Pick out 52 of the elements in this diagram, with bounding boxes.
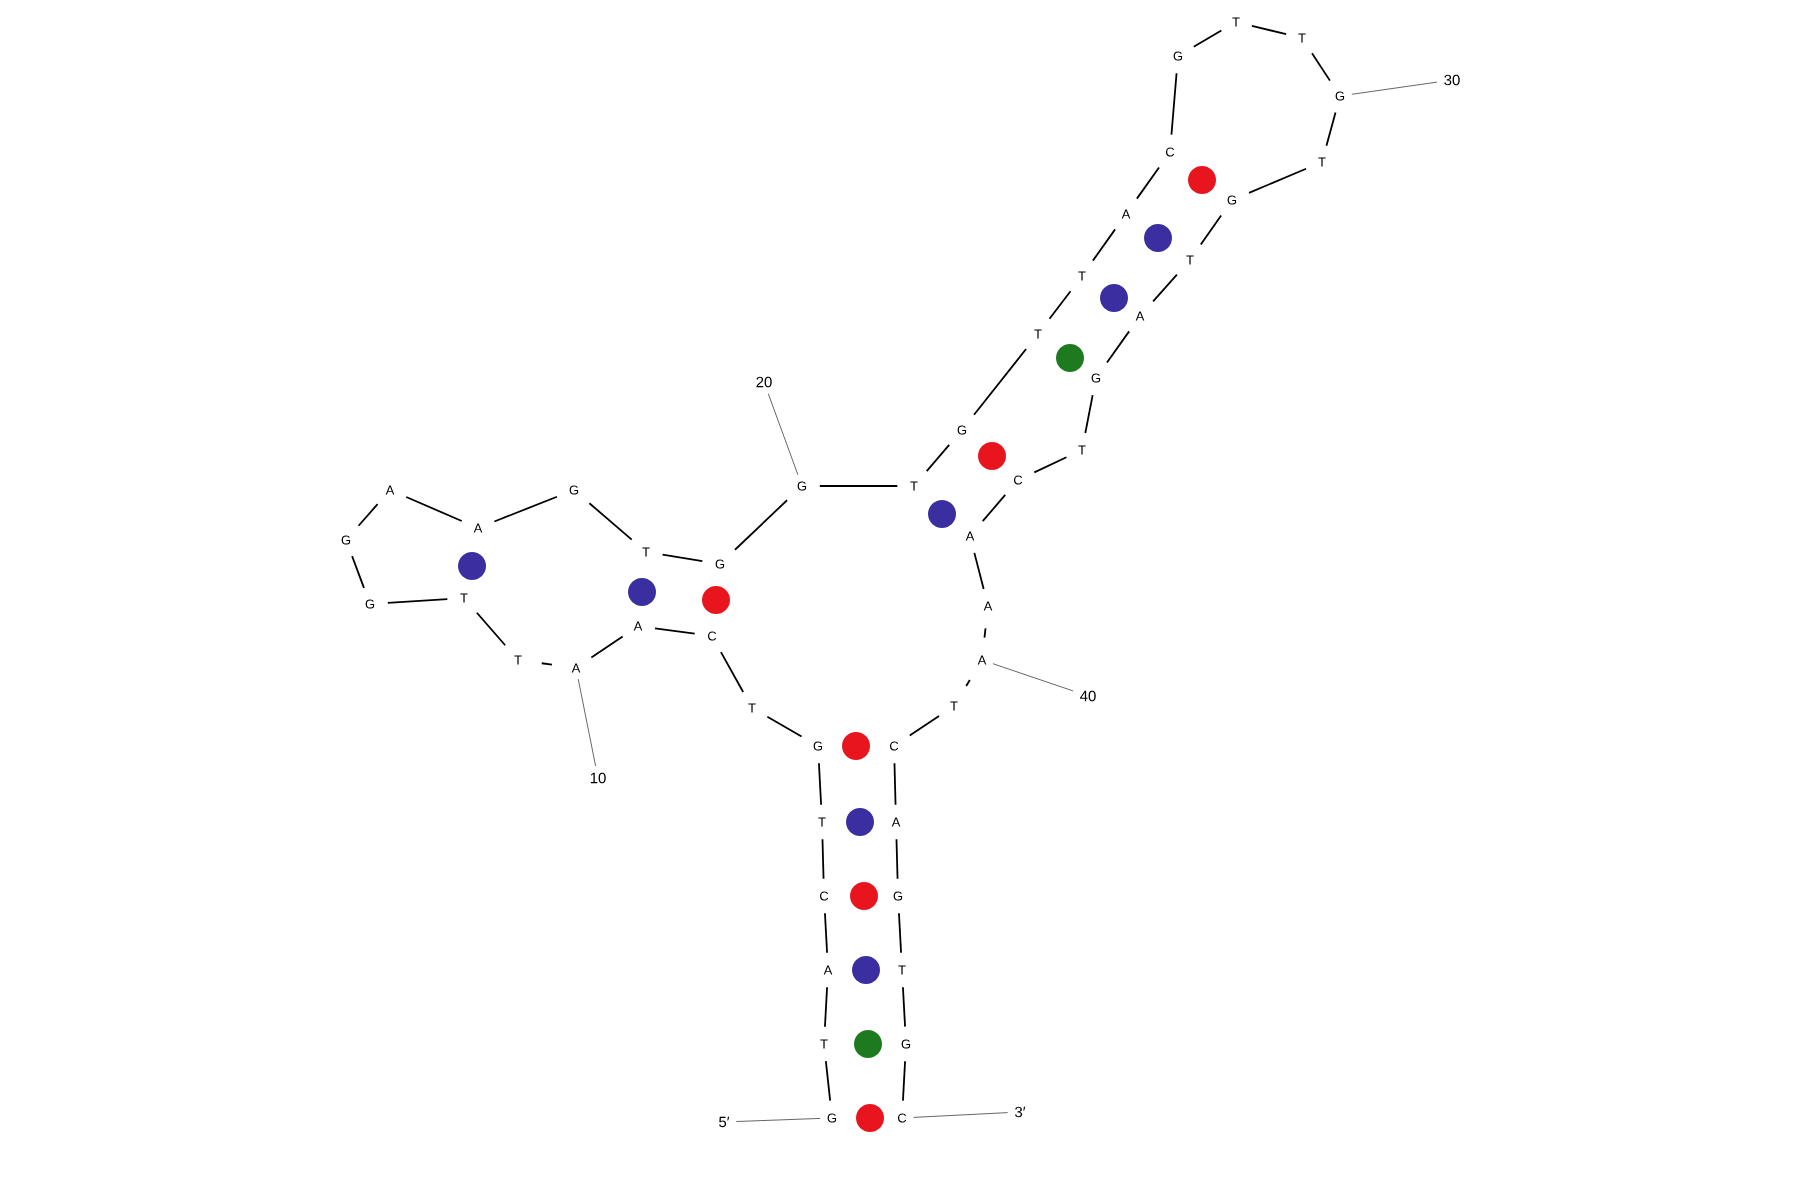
backbone-line <box>1106 330 1130 364</box>
backbone-line <box>824 1060 832 1102</box>
backbone-line <box>1152 273 1178 303</box>
backbone-line <box>1033 456 1068 474</box>
backbone-line <box>973 552 985 590</box>
backbone-line <box>973 348 1027 416</box>
backbone-line <box>1250 24 1288 36</box>
backbone-line <box>661 553 704 563</box>
backbone-line <box>351 555 365 589</box>
backbone-line <box>902 986 906 1028</box>
backbone-line <box>590 635 624 659</box>
backbone-line <box>981 494 1007 523</box>
backbone-line <box>720 651 745 693</box>
backbone-line <box>540 662 553 666</box>
backbone-line <box>895 838 899 880</box>
backbone-line <box>1136 166 1160 200</box>
backbone-line <box>893 762 897 806</box>
backbone-line <box>766 715 803 738</box>
backbone-line <box>357 503 379 527</box>
backbone-line <box>824 986 828 1028</box>
backbone-line <box>654 627 696 635</box>
backbone-line <box>908 715 940 737</box>
backbone-line <box>475 611 507 647</box>
backbone-line <box>983 627 987 639</box>
backbone-line <box>588 502 633 541</box>
backbone-line <box>1092 228 1116 262</box>
leader-line <box>912 1112 1009 1118</box>
backbone-line <box>902 1060 906 1102</box>
leader-line <box>992 663 1074 692</box>
backbone-line <box>1048 290 1072 320</box>
backbone-line <box>1199 214 1223 246</box>
backbone-line <box>386 598 449 604</box>
backbone-line <box>1311 52 1331 82</box>
backbone-line <box>818 485 899 487</box>
backbone-line <box>818 762 822 806</box>
backbone-line <box>734 499 788 551</box>
leader-line <box>1351 81 1438 95</box>
backbone-line <box>1325 111 1337 147</box>
backbone-line <box>821 838 825 880</box>
leader-line <box>767 393 799 476</box>
backbone-line <box>493 495 558 523</box>
leader-line <box>577 678 597 767</box>
backbone-line <box>824 912 828 954</box>
backbone-line <box>1248 167 1307 194</box>
backbone-line <box>898 912 902 954</box>
backbone-line <box>1192 29 1223 48</box>
backbone-line <box>965 679 971 687</box>
leader-line <box>735 1117 821 1123</box>
backbone-line <box>405 496 463 522</box>
backbone-line <box>1170 72 1178 136</box>
backbone-line <box>925 444 951 473</box>
backbone-line <box>1084 394 1094 434</box>
